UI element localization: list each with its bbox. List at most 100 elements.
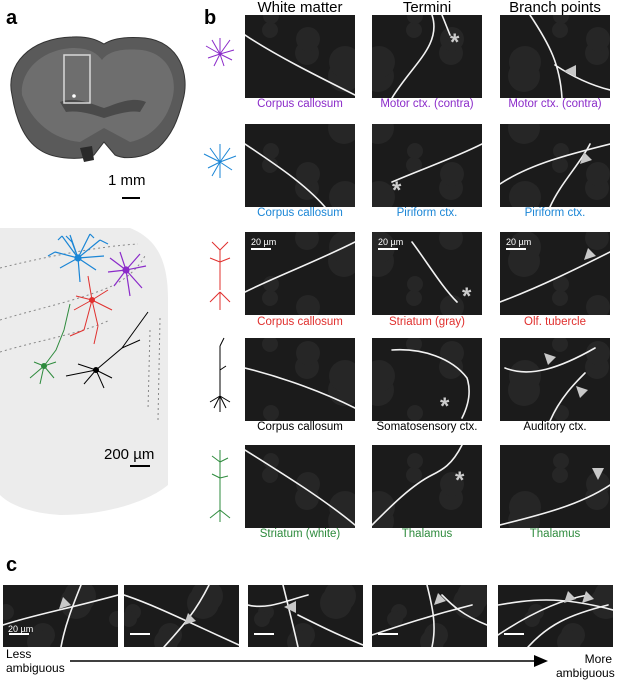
axon-trace (391, 143, 482, 183)
axon-trace (500, 484, 610, 526)
arrowhead-marker (584, 248, 596, 260)
caption-r5-c3: Thalamus (529, 528, 581, 540)
less-ambiguous-label: Less ambiguous (6, 647, 65, 675)
scale-bar (506, 248, 526, 250)
caption-r2-c2: Piriform ctx. (396, 207, 458, 219)
more-label-line2: ambiguous (556, 666, 615, 680)
axon-trace (498, 594, 589, 636)
axon-trace (248, 594, 309, 608)
caption-r4-c2: Somatosensory ctx. (376, 421, 478, 433)
micrograph-r5-c3 (500, 445, 610, 528)
micrograph-r1-c2 (372, 15, 482, 98)
panel-letter-a: a (6, 7, 18, 29)
axon-trace (372, 604, 473, 636)
scale-bar (378, 633, 398, 635)
scale-bar (254, 633, 274, 635)
axon-trace (372, 445, 463, 526)
micrograph-r3-c1 (245, 232, 355, 315)
axon-trace (124, 594, 239, 646)
ambiguity-panel-5 (498, 585, 613, 647)
column-header-branch-points: Branch points (509, 0, 601, 16)
asterisk-marker-r1: * (450, 29, 460, 56)
micrograph-r4-c3 (500, 338, 610, 421)
micrograph-r1-c1 (245, 15, 355, 98)
more-label-line1: More (584, 652, 612, 666)
axon-trace (60, 585, 82, 647)
asterisk-marker-r2: * (392, 177, 402, 204)
more-ambiguous-label: More ambiguous (556, 652, 615, 680)
ambiguity-panel-4 (372, 585, 487, 647)
asterisk-marker-r5: * (455, 467, 465, 494)
scale-bar (504, 633, 524, 635)
arrowhead-marker (580, 152, 592, 164)
axon-trace (411, 241, 458, 303)
scale-bar (378, 248, 398, 250)
scale-label-r3-c3: 20 µm (506, 237, 532, 247)
panel-a-figure (0, 36, 186, 515)
neuron-icon-blue (203, 144, 237, 178)
arrowhead-marker (576, 386, 588, 398)
axon-trace (245, 367, 355, 409)
brain-section-image (10, 36, 186, 162)
ambiguity-panel-1 (3, 585, 118, 647)
micrograph-r5-c1 (245, 445, 355, 528)
arrowhead-marker (592, 468, 604, 480)
asterisk-marker-r4: * (440, 393, 450, 420)
axon-trace (245, 143, 326, 207)
axon-trace (3, 594, 118, 626)
scale-bar (130, 633, 150, 635)
arrowhead-marker (284, 601, 296, 613)
caption-r1-c3: Motor ctx. (contra) (508, 98, 602, 110)
column-header-termini: Termini (402, 0, 452, 16)
caption-r5-c2: Thalamus (401, 528, 453, 540)
scale-label-200um: 200 µm (104, 446, 155, 463)
axon-trace (245, 449, 355, 526)
caption-r3-c1: Corpus callosum (257, 316, 343, 328)
asterisk-marker-r3: * (462, 283, 472, 310)
ambiguity-panel-2 (124, 585, 239, 647)
less-label-line2: ambiguous (6, 661, 65, 675)
less-label-line1: Less (6, 647, 32, 661)
neuron-icon-red (209, 241, 231, 310)
scale-label-1mm: 1 mm (108, 172, 146, 189)
axon-trace (527, 604, 609, 647)
caption-r3-c3: Olf. tubercle (524, 316, 586, 328)
axon-trace (498, 599, 613, 611)
caption-r3-c2: Striatum (gray) (388, 316, 466, 328)
axon-trace (245, 241, 355, 293)
arrowhead-marker (544, 353, 556, 365)
micrograph-r2-c1 (245, 124, 355, 207)
column-header-white-matter: White matter (257, 0, 343, 16)
micrograph-r4-c2 (372, 338, 482, 421)
roi-box (63, 54, 91, 104)
axon-trace (391, 348, 470, 419)
axon-trace (529, 15, 610, 98)
panel-letter-b: b (204, 7, 217, 29)
arrowhead-marker (564, 591, 576, 603)
neuron-reconstruction-panel (0, 228, 168, 515)
arrowhead-marker (59, 597, 71, 609)
panel-letter-c: c (6, 554, 18, 576)
ambiguity-arrow (70, 655, 548, 667)
caption-r2-c3: Piriform ctx. (524, 207, 586, 219)
scale-label-r3-c2: 20 µm (378, 237, 404, 247)
axon-trace (282, 585, 299, 647)
scale-bar (9, 633, 29, 635)
arrowhead-marker (184, 613, 196, 625)
arrowhead-marker (564, 65, 576, 77)
ambiguity-panel-3 (248, 585, 363, 647)
micrograph-r1-c3 (500, 15, 610, 98)
scale-bar (251, 248, 271, 250)
axon-trace (441, 594, 487, 626)
scale-label-c: 20 µm (8, 624, 34, 634)
arrowhead-marker (434, 593, 446, 605)
micrograph-r5-c2 (372, 445, 482, 528)
row-neuron-icons (203, 38, 237, 522)
axon-trace (391, 15, 451, 98)
caption-r2-c1: Corpus callosum (257, 207, 343, 219)
micrograph-r2-c3 (500, 124, 610, 207)
caption-r1-c1: Corpus callosum (257, 98, 343, 110)
axon-trace (500, 251, 610, 303)
micrograph-r3-c3 (500, 232, 610, 315)
axon-trace (504, 347, 596, 421)
